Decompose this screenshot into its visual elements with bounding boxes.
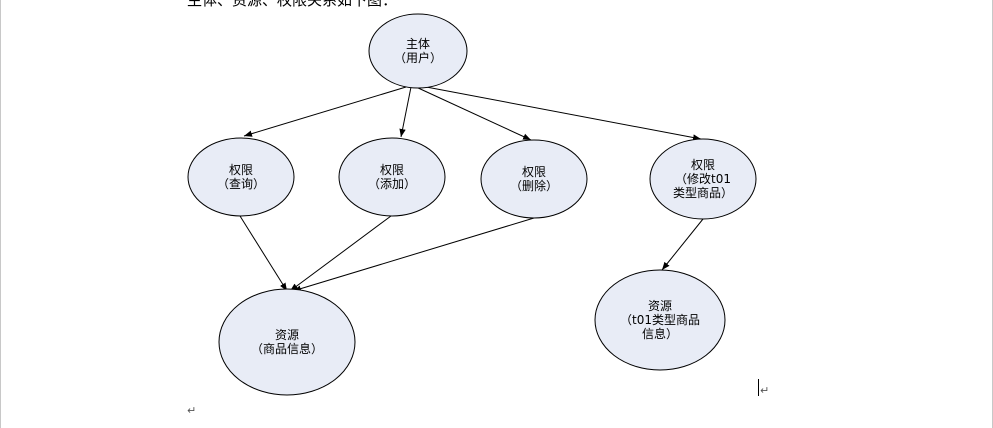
node-label-line: （查询） (217, 177, 265, 191)
node-shape (368, 13, 468, 89)
node-label-line: （删除） (510, 178, 558, 193)
node-shape (338, 137, 446, 217)
node-subject: 主体（用户） (368, 13, 468, 89)
edge-perm-delete-to-resource-goods (292, 217, 535, 292)
edge-subject-to-perm-add (399, 86, 412, 138)
node-resource-goods: 资源（商品信息） (218, 288, 356, 396)
node-label-line: 权限 (380, 163, 404, 177)
node-label-line: 权限 (522, 165, 546, 179)
node-label-line: （添加） (368, 177, 416, 191)
edge-subject-to-perm-query (243, 86, 407, 137)
edge-subject-to-perm-modify-t01 (420, 85, 702, 141)
node-label-line: 主体 (406, 37, 430, 51)
node-shape (187, 137, 295, 217)
node-label-line: 权限 (691, 158, 715, 172)
paragraph-mark: ↵ (187, 404, 197, 417)
node-perm-delete: 权限（删除） (480, 139, 588, 219)
node-label-line: 资源 (648, 299, 672, 313)
intro-text: 主体、资源、权限关系如下图： (187, 0, 398, 9)
node-label-line: （商品信息） (251, 341, 323, 356)
node-label-line: （用户） (394, 50, 442, 65)
node-label-line: 信息） (642, 326, 678, 341)
node-label-line: 权限 (229, 163, 253, 177)
node-label-line: 类型商品） (673, 185, 733, 200)
node-perm-query: 权限（查询） (187, 137, 295, 217)
node-label-line: （修改t01 (675, 171, 731, 186)
edge-perm-add-to-resource-goods (289, 215, 392, 292)
node-perm-add: 权限（添加） (338, 137, 446, 217)
node-shape (480, 139, 588, 219)
node-label-line: （t01类型商品 (620, 312, 700, 327)
paragraph-mark-end: ↵ (760, 384, 770, 397)
text-cursor (758, 379, 759, 396)
node-label-line: 资源 (275, 328, 299, 342)
node-shape (594, 269, 726, 371)
edge-perm-query-to-resource-goods (239, 215, 288, 292)
node-shape (218, 288, 356, 396)
node-shape (649, 138, 757, 220)
edge-perm-modify-t01-to-resource-t01-goods (661, 218, 704, 271)
edge-subject-to-perm-delete (415, 86, 532, 141)
